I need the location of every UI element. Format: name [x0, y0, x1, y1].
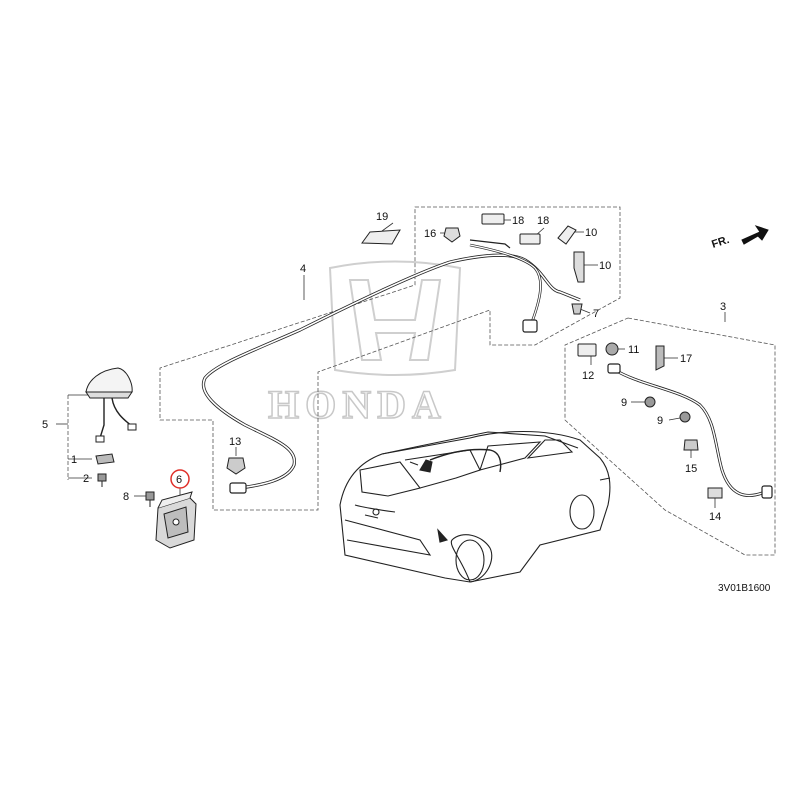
callout-15: 15	[685, 463, 697, 475]
part-16-clip	[443, 227, 461, 243]
roof-antenna-harness	[201, 239, 581, 494]
callout-2: 2	[83, 473, 89, 485]
part-10a-clip	[557, 225, 577, 245]
highlight-ring	[170, 469, 190, 489]
part-18b-clip	[519, 233, 541, 245]
part-10b-bracket	[573, 251, 585, 283]
part-2-bolt	[97, 473, 107, 487]
callout-9a: 9	[621, 397, 627, 409]
part-18a-clip	[481, 213, 505, 225]
callout-14: 14	[709, 511, 721, 523]
part-19-pad	[361, 229, 401, 245]
part-17-clip	[655, 345, 665, 371]
callout-3: 3	[720, 301, 726, 313]
callout-4: 4	[300, 263, 306, 275]
callout-18a: 18	[512, 215, 524, 227]
part-1-gasket	[95, 453, 115, 465]
antenna-amplifier-module	[155, 491, 197, 549]
callout-16: 16	[424, 228, 436, 240]
front-direction-indicator: FR.	[710, 225, 769, 251]
callout-17: 17	[680, 353, 692, 365]
callout-10a: 10	[585, 227, 597, 239]
part-11-grommet	[605, 342, 619, 356]
part-14-clip	[707, 487, 723, 499]
part-7-clip	[571, 303, 583, 315]
tailgate-harness	[607, 363, 773, 499]
callout-labels: 1 2 3 4 5 6 7 8 9 9 10 10 11 12 13 14 15…	[42, 211, 726, 523]
direction-label: FR.	[710, 234, 731, 251]
callout-12: 12	[582, 370, 594, 382]
part-15-clip	[683, 439, 699, 451]
callout-18b: 18	[537, 215, 549, 227]
frame-tailgate-harness	[564, 317, 776, 556]
honda-logo-mark	[328, 260, 462, 376]
callout-11: 11	[628, 344, 639, 356]
part-13-clip	[226, 457, 246, 475]
callout-13: 13	[229, 436, 241, 448]
part-8-bolt	[145, 491, 155, 507]
part-9a-grommet	[644, 396, 656, 408]
callout-19: 19	[376, 211, 388, 223]
frame-roof-harness	[159, 206, 621, 511]
callout-6: 6	[176, 474, 182, 486]
direction-arrow-icon	[741, 225, 769, 245]
callout-1: 1	[71, 454, 77, 466]
part-icons	[95, 213, 723, 507]
callout-5: 5	[42, 419, 48, 431]
diagram-code: 3V01B1600	[718, 583, 771, 594]
watermark-text: HONDA	[268, 382, 447, 427]
part-12-bracket	[577, 343, 597, 357]
shark-fin-antenna	[85, 367, 137, 443]
part-9b-grommet	[679, 411, 691, 423]
callout-10b: 10	[599, 260, 611, 272]
vehicle-outline	[339, 431, 611, 583]
callout-9b: 9	[657, 415, 663, 427]
callout-8: 8	[123, 491, 129, 503]
honda-watermark: HONDA	[267, 260, 462, 428]
group-frames	[67, 206, 776, 556]
callout-7: 7	[593, 308, 599, 320]
